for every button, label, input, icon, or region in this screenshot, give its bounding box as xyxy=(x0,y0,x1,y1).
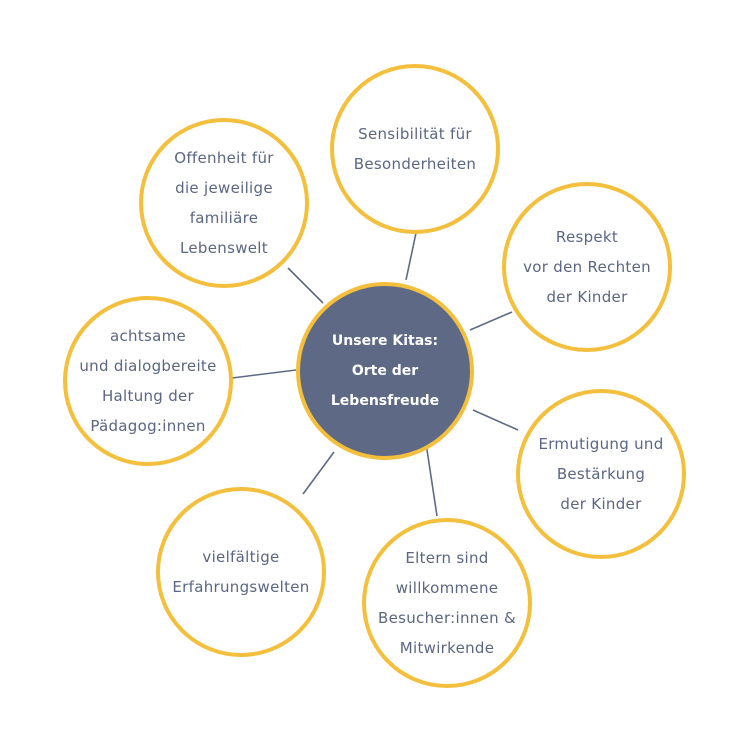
node-circle-eltern xyxy=(362,518,532,688)
node-label-offenheit: Offenheit für die jeweilige familiäre Le… xyxy=(144,123,304,283)
node-line: achtsame xyxy=(109,327,187,345)
node-line: Ermutigung und xyxy=(538,435,664,453)
center-line-3: Lebensfreude xyxy=(330,393,440,409)
connector-achtsame xyxy=(231,369,297,379)
node-circle-respekt xyxy=(502,182,672,352)
center-line-1: Unsere Kitas: xyxy=(331,333,439,349)
node-circle-offenheit xyxy=(139,118,309,288)
node-line: der Kinder xyxy=(560,495,642,513)
node-line: willkommene xyxy=(395,579,499,597)
node-label-respekt: Respekt vor den Rechten der Kinder xyxy=(507,187,667,347)
node-line: Offenheit für xyxy=(174,149,274,167)
node-label-ermutigung: Ermutigung und Bestärkung der Kinder xyxy=(521,394,681,554)
connector-sensibilitaet xyxy=(405,232,417,281)
center-line-2: Orte der xyxy=(351,363,419,379)
node-line: Eltern sind xyxy=(405,549,489,567)
node-circle-vielfaeltig xyxy=(156,487,326,657)
node-label-eltern: Eltern sind willkommene Besucher:innen &… xyxy=(367,523,527,683)
node-circle-achtsame xyxy=(63,296,233,466)
node-line: Pädagog:innen xyxy=(90,417,206,435)
node-line: Besucher:innen & xyxy=(378,609,516,627)
connector-vielfaeltig xyxy=(302,451,335,495)
node-circles xyxy=(63,64,686,688)
node-label-sensibilitaet: Sensibilität für Besonderheiten xyxy=(335,69,495,229)
node-circle-ermutigung xyxy=(516,389,686,559)
node-circle-sensibilitaet xyxy=(330,64,500,234)
node-line: und dialogbereite xyxy=(79,357,217,375)
node-label-achtsame: achtsame und dialogbereite Haltung der P… xyxy=(68,301,228,461)
node-line: Erfahrungswelten xyxy=(172,578,310,596)
center-circle xyxy=(296,282,474,460)
node-line: familiäre xyxy=(189,209,259,227)
node-line: Haltung der xyxy=(101,387,195,405)
node-line: Bestärkung xyxy=(556,465,646,483)
node-line: vielfältige xyxy=(202,548,280,566)
connector-ermutigung xyxy=(472,409,519,431)
node-line: Sensibilität für xyxy=(358,125,472,143)
connector-offenheit xyxy=(287,267,324,304)
node-label-vielfaeltig: vielfältige Erfahrungswelten xyxy=(161,492,321,652)
node-line: der Kinder xyxy=(546,288,628,306)
center-label: Unsere Kitas: Orte der Lebensfreude xyxy=(298,284,472,458)
node-line: vor den Rechten xyxy=(523,258,651,276)
node-line: Lebenswelt xyxy=(180,239,268,257)
node-line: Besonderheiten xyxy=(353,155,477,173)
node-line: Respekt xyxy=(555,228,619,246)
node-line: Mitwirkende xyxy=(399,639,495,657)
node-line: die jeweilige xyxy=(175,179,273,197)
connector-respekt xyxy=(469,311,513,331)
